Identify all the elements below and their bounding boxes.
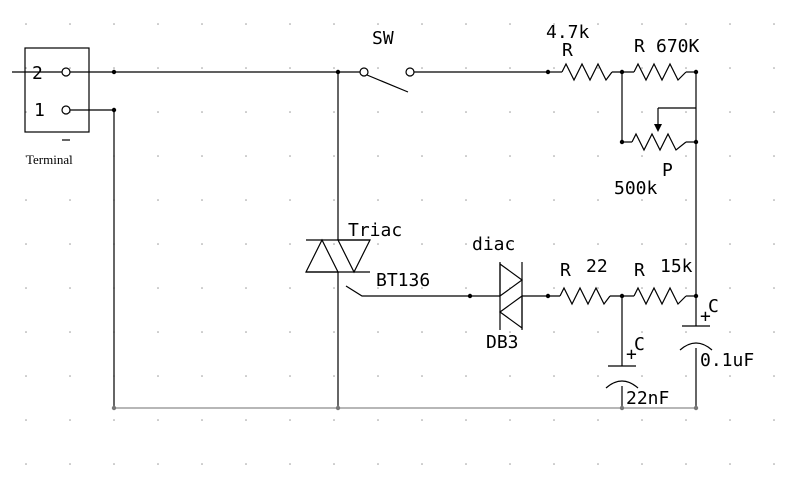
- diac-part-number: DB3: [486, 332, 519, 353]
- switch-symbol: [359, 67, 415, 93]
- diac-name: diac: [472, 234, 515, 255]
- potentiometer-value: 500k: [614, 178, 658, 199]
- resistor-4k7-name: R: [562, 40, 573, 61]
- terminal-pin-2-label: 2: [32, 63, 43, 84]
- triac-symbol: [305, 238, 371, 274]
- grid-dots: [25, 23, 775, 465]
- resistor-22: [559, 286, 611, 306]
- switch-label: SW: [372, 28, 394, 49]
- resistor-670k-name: R: [634, 36, 645, 57]
- junction-dots: [111, 69, 699, 411]
- resistor-15k-name: R: [634, 260, 645, 281]
- resistor-22-name: R: [560, 260, 571, 281]
- capacitor-0-1uf-value: 0.1uF: [700, 350, 754, 371]
- terminal-pin-1-label: 1: [34, 100, 45, 121]
- resistor-15k-value: 15k: [660, 256, 693, 277]
- potentiometer-500k: [631, 124, 687, 152]
- diac-symbol: [498, 262, 524, 330]
- resistor-15k: [633, 286, 687, 306]
- resistor-670k-value: 670K: [656, 36, 700, 57]
- capacitor-22nf-plus: +: [626, 344, 637, 365]
- potentiometer-name: P: [662, 160, 673, 181]
- capacitor-22nf-name: C: [634, 334, 645, 355]
- capacitor-0-1uf-name: C: [708, 296, 719, 317]
- terminal-label: Terminal: [26, 152, 73, 167]
- resistor-4k7: [561, 62, 613, 82]
- capacitor-0-1uf-plus: +: [700, 306, 711, 327]
- capacitor-22nf-value: 22nF: [626, 388, 669, 409]
- resistor-22-value: 22: [586, 256, 608, 277]
- capacitor-22nf: [605, 365, 639, 389]
- resistor-670k: [633, 62, 687, 82]
- resistor-4k7-value: 4.7k: [546, 22, 590, 43]
- triac-name: Triac: [348, 220, 402, 241]
- terminal-block: [24, 47, 90, 141]
- capacitor-0-1uf: [679, 325, 713, 351]
- triac-part-number: BT136: [376, 270, 430, 291]
